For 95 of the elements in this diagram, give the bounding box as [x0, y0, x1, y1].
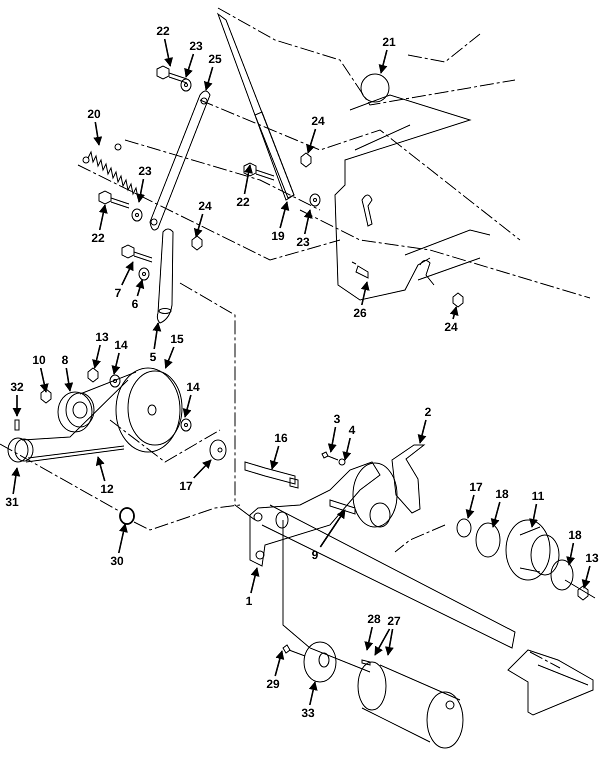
callout-number: 13	[585, 551, 599, 565]
leader-arrow	[182, 394, 192, 418]
callout-number: 22	[156, 24, 170, 38]
callout-number: 20	[87, 107, 101, 121]
callout-number: 24	[198, 199, 212, 213]
leader-arrow	[466, 494, 475, 519]
callout-number: 13	[95, 330, 109, 344]
leader-arrow	[304, 209, 313, 234]
callout-number: 1	[246, 594, 252, 608]
leader-arrow	[93, 122, 102, 146]
leader-arrow	[378, 50, 388, 74]
leader-arrow	[279, 201, 290, 228]
leader-arrow	[96, 456, 106, 482]
leader-arrow	[308, 681, 318, 706]
leader-arrow	[582, 566, 591, 589]
callout-number: 32	[10, 380, 24, 394]
callout-number: 2	[424, 405, 432, 419]
leader-arrow	[152, 322, 162, 350]
leader-arrow	[11, 467, 20, 494]
leader-arrow	[184, 54, 194, 78]
leader-arrow	[112, 352, 120, 375]
callout-number: 24	[311, 114, 325, 128]
leader-arrow	[136, 279, 144, 296]
leader-arrow	[194, 214, 204, 238]
callout-number: 31	[5, 495, 19, 509]
leader-arrow	[92, 344, 101, 369]
callout-number: 23	[138, 164, 152, 178]
callout-number: 21	[382, 35, 396, 49]
callout-number: 28	[367, 612, 381, 626]
leader-arrow	[274, 650, 284, 676]
callout-number: 14	[114, 338, 128, 352]
leader-arrow	[320, 509, 346, 548]
nut-drawing	[452, 292, 464, 308]
callout-number: 15	[170, 332, 184, 346]
leader-arrow	[64, 368, 74, 392]
washer-drawing	[138, 268, 150, 280]
leader-arrow	[342, 438, 352, 461]
callout-number: 19	[271, 229, 285, 243]
bolt-drawing	[122, 244, 152, 262]
leader-arrow	[193, 459, 212, 479]
leader-arrow	[566, 542, 575, 566]
callout-number: 25	[208, 52, 222, 66]
callout-number: 18	[568, 528, 582, 542]
leader-arrow	[490, 502, 501, 528]
callout-number: 17	[469, 480, 483, 494]
callout-number: 7	[114, 286, 122, 300]
bolt-drawing	[156, 65, 188, 84]
callout-number: 29	[266, 677, 280, 691]
leader-arrow	[270, 446, 280, 470]
callout-number: 4	[348, 423, 356, 437]
leader-arrow	[360, 281, 370, 306]
callout-number: 33	[301, 706, 315, 720]
callout-number: 22	[236, 195, 250, 209]
callout-number: 22	[91, 231, 105, 245]
leader-arrow	[450, 306, 458, 320]
leader-arrow	[529, 504, 538, 528]
leader-arrow	[118, 523, 128, 554]
nut-drawing	[88, 367, 98, 383]
leader-arrow	[164, 346, 175, 369]
callout-number: 5	[150, 350, 156, 364]
leader-arrow	[12, 395, 22, 417]
leader-arrow	[121, 261, 134, 286]
link-drawing	[156, 228, 174, 324]
leader-arrow	[328, 426, 337, 453]
leader-arrow	[136, 178, 145, 203]
callout-number: 27	[387, 614, 401, 628]
callout-number: 11	[532, 489, 544, 503]
callout-number: 17	[179, 479, 193, 493]
callout-number: 30	[110, 554, 124, 568]
leader-arrow	[364, 626, 374, 651]
screw-drawing	[322, 451, 338, 460]
pulley-drawing	[116, 368, 182, 452]
callout-number: 18	[495, 487, 509, 501]
callout-number: 26	[353, 306, 367, 320]
leader-arrow	[418, 420, 427, 444]
leader-arrow	[244, 164, 253, 194]
leader-arrow	[164, 38, 173, 67]
callout-number: 24	[444, 320, 458, 334]
callout-number: 23	[189, 39, 203, 53]
callout-number: 23	[296, 235, 310, 249]
leader-arrow	[40, 368, 49, 393]
callout-number: 14	[186, 380, 200, 394]
leader-arrow	[374, 628, 390, 656]
callout-number: 12	[100, 482, 114, 496]
callout-number: 16	[274, 431, 288, 445]
leader-arrow	[98, 204, 108, 230]
leader-arrow	[384, 628, 394, 656]
retaining-ring-drawing	[119, 507, 135, 525]
callout-number: 10	[32, 353, 46, 367]
callout-number: 6	[132, 297, 138, 311]
callout-number: 8	[62, 353, 68, 367]
callout-number: 3	[334, 412, 340, 426]
leader-arrow	[306, 128, 316, 154]
leader-arrow	[204, 66, 214, 91]
leader-arrow	[250, 567, 260, 594]
